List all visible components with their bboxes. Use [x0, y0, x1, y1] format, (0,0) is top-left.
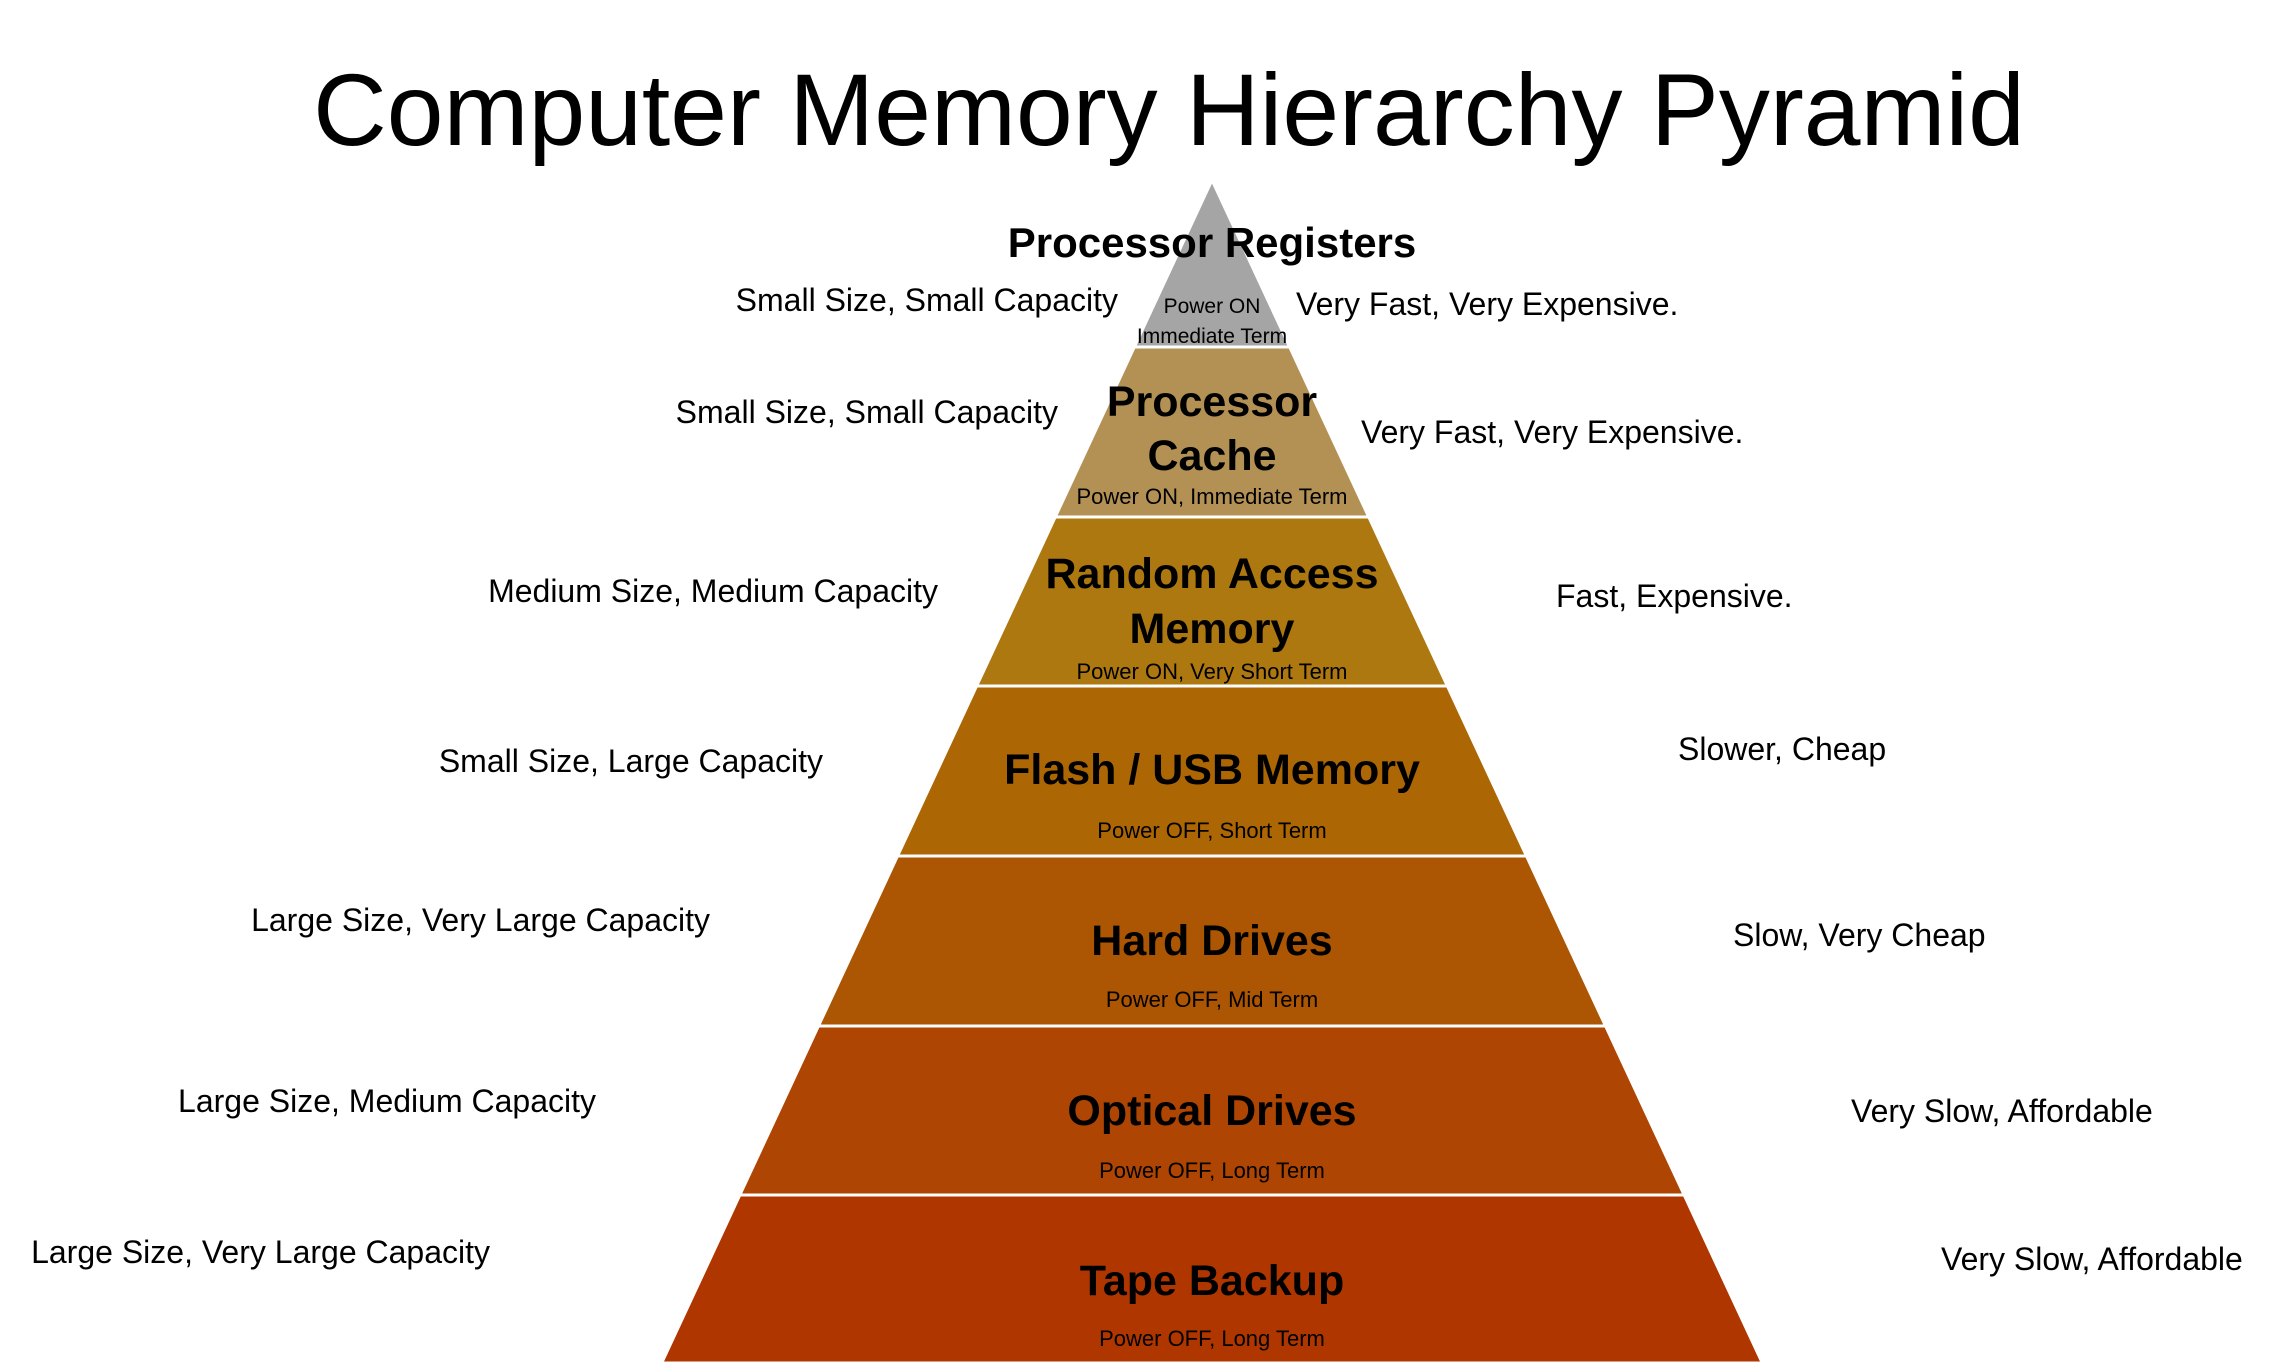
level-1-power-term: Power ON: [1164, 295, 1261, 318]
level-6-power-term: Power OFF, Long Term: [1099, 1158, 1325, 1183]
level-2-left-note: Small Size, Small Capacity: [675, 394, 1058, 430]
level-2-name: Processor: [1107, 378, 1318, 426]
level-1-right-note: Very Fast, Very Expensive.: [1296, 286, 1679, 322]
level-7-left-note: Large Size, Very Large Capacity: [31, 1234, 490, 1270]
level-5-left-note: Large Size, Very Large Capacity: [251, 902, 710, 938]
level-2-name: Cache: [1147, 432, 1276, 480]
level-4-right-note: Slower, Cheap: [1678, 731, 1887, 767]
level-6-left-note: Large Size, Medium Capacity: [178, 1083, 596, 1119]
level-1-left-note: Small Size, Small Capacity: [735, 282, 1118, 318]
level-3-name: Memory: [1130, 605, 1295, 653]
level-1-name: Processor Registers: [1008, 219, 1417, 266]
level-7-right-note: Very Slow, Affordable: [1941, 1241, 2243, 1277]
level-1-power-term: Immediate Term: [1137, 325, 1287, 348]
level-7-power-term: Power OFF, Long Term: [1099, 1326, 1325, 1351]
level-3-power-term: Power ON, Very Short Term: [1076, 659, 1347, 684]
level-2-right-note: Very Fast, Very Expensive.: [1361, 414, 1744, 450]
level-5-right-note: Slow, Very Cheap: [1733, 917, 1986, 953]
level-5-name: Hard Drives: [1091, 917, 1332, 965]
level-6-name: Optical Drives: [1067, 1087, 1356, 1135]
level-3-right-note: Fast, Expensive.: [1556, 578, 1793, 614]
level-2-power-term: Power ON, Immediate Term: [1076, 484, 1347, 509]
level-5-power-term: Power OFF, Mid Term: [1106, 987, 1318, 1012]
level-3-name: Random Access: [1046, 550, 1379, 598]
pyramid-band-7: [659, 1193, 1765, 1365]
level-4-left-note: Small Size, Large Capacity: [438, 743, 823, 779]
level-6-right-note: Very Slow, Affordable: [1851, 1093, 2153, 1129]
level-4-power-term: Power OFF, Short Term: [1097, 818, 1326, 843]
level-3-left-note: Medium Size, Medium Capacity: [488, 573, 938, 609]
level-4-name: Flash / USB Memory: [1004, 746, 1420, 794]
page-title: Computer Memory Hierarchy Pyramid: [313, 53, 2025, 167]
level-7-name: Tape Backup: [1080, 1257, 1344, 1305]
